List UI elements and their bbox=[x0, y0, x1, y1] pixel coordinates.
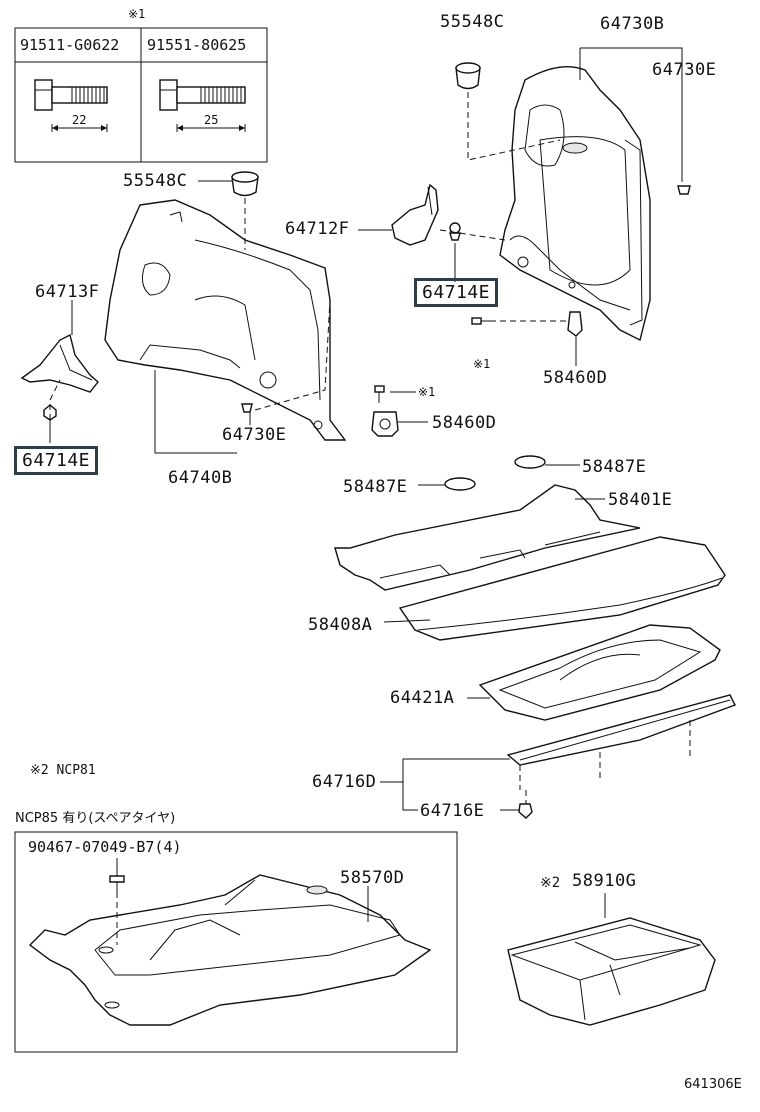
callout-64421a[interactable]: 64421A bbox=[390, 688, 455, 708]
callout-55548c-top[interactable]: 55548C bbox=[440, 12, 505, 32]
clip-64716e-drawing bbox=[518, 803, 533, 819]
callout-64716e[interactable]: 64716E bbox=[420, 801, 485, 821]
floor-board-58408a-drawing bbox=[398, 536, 726, 641]
fastener-note-mark: ※1 bbox=[128, 7, 146, 21]
callout-58487e-right[interactable]: 58487E bbox=[582, 457, 647, 477]
fastener-part-no-2[interactable]: 91551-80625 bbox=[147, 36, 247, 54]
fastener-length-1: 22 bbox=[72, 113, 87, 127]
callout-64730e-mid[interactable]: 64730E bbox=[222, 425, 287, 445]
bracket-64712f-drawing bbox=[391, 183, 439, 246]
callout-64714e-right[interactable]: 64714E bbox=[414, 278, 499, 307]
callout-bolt-90467[interactable]: 90467-07049-B7(4) bbox=[28, 838, 182, 856]
callout-58570d[interactable]: 58570D bbox=[340, 868, 405, 888]
clip-64730e-top-drawing bbox=[677, 185, 691, 195]
tray-note-mark: ※2 bbox=[540, 875, 561, 891]
bracket-64713f-drawing bbox=[20, 333, 99, 393]
fastener-table bbox=[14, 27, 268, 163]
callout-58408a[interactable]: 58408A bbox=[308, 615, 373, 635]
callout-58460d-mid[interactable]: 58460D bbox=[432, 413, 497, 433]
callout-64740b[interactable]: 64740B bbox=[168, 468, 233, 488]
callout-58460d-right[interactable]: 58460D bbox=[543, 368, 608, 388]
callout-64713f[interactable]: 64713F bbox=[35, 282, 100, 302]
callout-note1-mid: ※1 bbox=[418, 385, 436, 399]
bolt-mid-drawing bbox=[374, 385, 385, 403]
spare-tire-subbox bbox=[14, 831, 458, 1053]
callout-64714e-left[interactable]: 64714E bbox=[14, 446, 99, 475]
callout-55548c-mid[interactable]: 55548C bbox=[123, 171, 188, 191]
quarter-trim-left-drawing bbox=[104, 199, 347, 441]
callout-note1-right: ※1 bbox=[473, 357, 491, 371]
callout-64730b[interactable]: 64730B bbox=[600, 14, 665, 34]
quarter-trim-right-drawing bbox=[499, 65, 651, 342]
callout-64716d[interactable]: 64716D bbox=[312, 772, 377, 792]
bracket-58460d-mid-drawing bbox=[371, 411, 399, 437]
tray-64421a-drawing bbox=[478, 624, 721, 721]
clip-64714e-right-drawing bbox=[449, 222, 461, 241]
cap-58487e-left-drawing bbox=[444, 477, 476, 491]
storage-tray-58910g-drawing bbox=[507, 893, 716, 1026]
bolt-right-drawing bbox=[471, 317, 490, 325]
callout-58910g[interactable]: 58910G bbox=[572, 871, 637, 891]
callout-58487e-left[interactable]: 58487E bbox=[343, 477, 408, 497]
cap-55548c-mid-drawing bbox=[231, 171, 259, 197]
leader-lines bbox=[49, 47, 683, 811]
clip-64730e-mid-drawing bbox=[241, 403, 253, 413]
cap-58487e-right-drawing bbox=[514, 455, 546, 469]
note-ncp81: ※2 NCP81 bbox=[30, 763, 96, 778]
sill-plate-64716d-drawing bbox=[506, 694, 736, 790]
callout-58401e[interactable]: 58401E bbox=[608, 490, 673, 510]
bracket-58460d-right-drawing bbox=[567, 311, 583, 337]
callout-64712f[interactable]: 64712F bbox=[285, 219, 350, 239]
fastener-length-2: 25 bbox=[204, 113, 219, 127]
fastener-part-no-1[interactable]: 91511-G0622 bbox=[20, 36, 120, 54]
note-ncp85: NCP85 有り(スペアタイヤ) bbox=[15, 811, 176, 826]
callout-64730e-top[interactable]: 64730E bbox=[652, 60, 717, 80]
cap-55548c-top-drawing bbox=[455, 62, 481, 90]
diagram-code: 641306E bbox=[684, 1077, 742, 1092]
deck-board-58401e-drawing bbox=[334, 484, 641, 591]
